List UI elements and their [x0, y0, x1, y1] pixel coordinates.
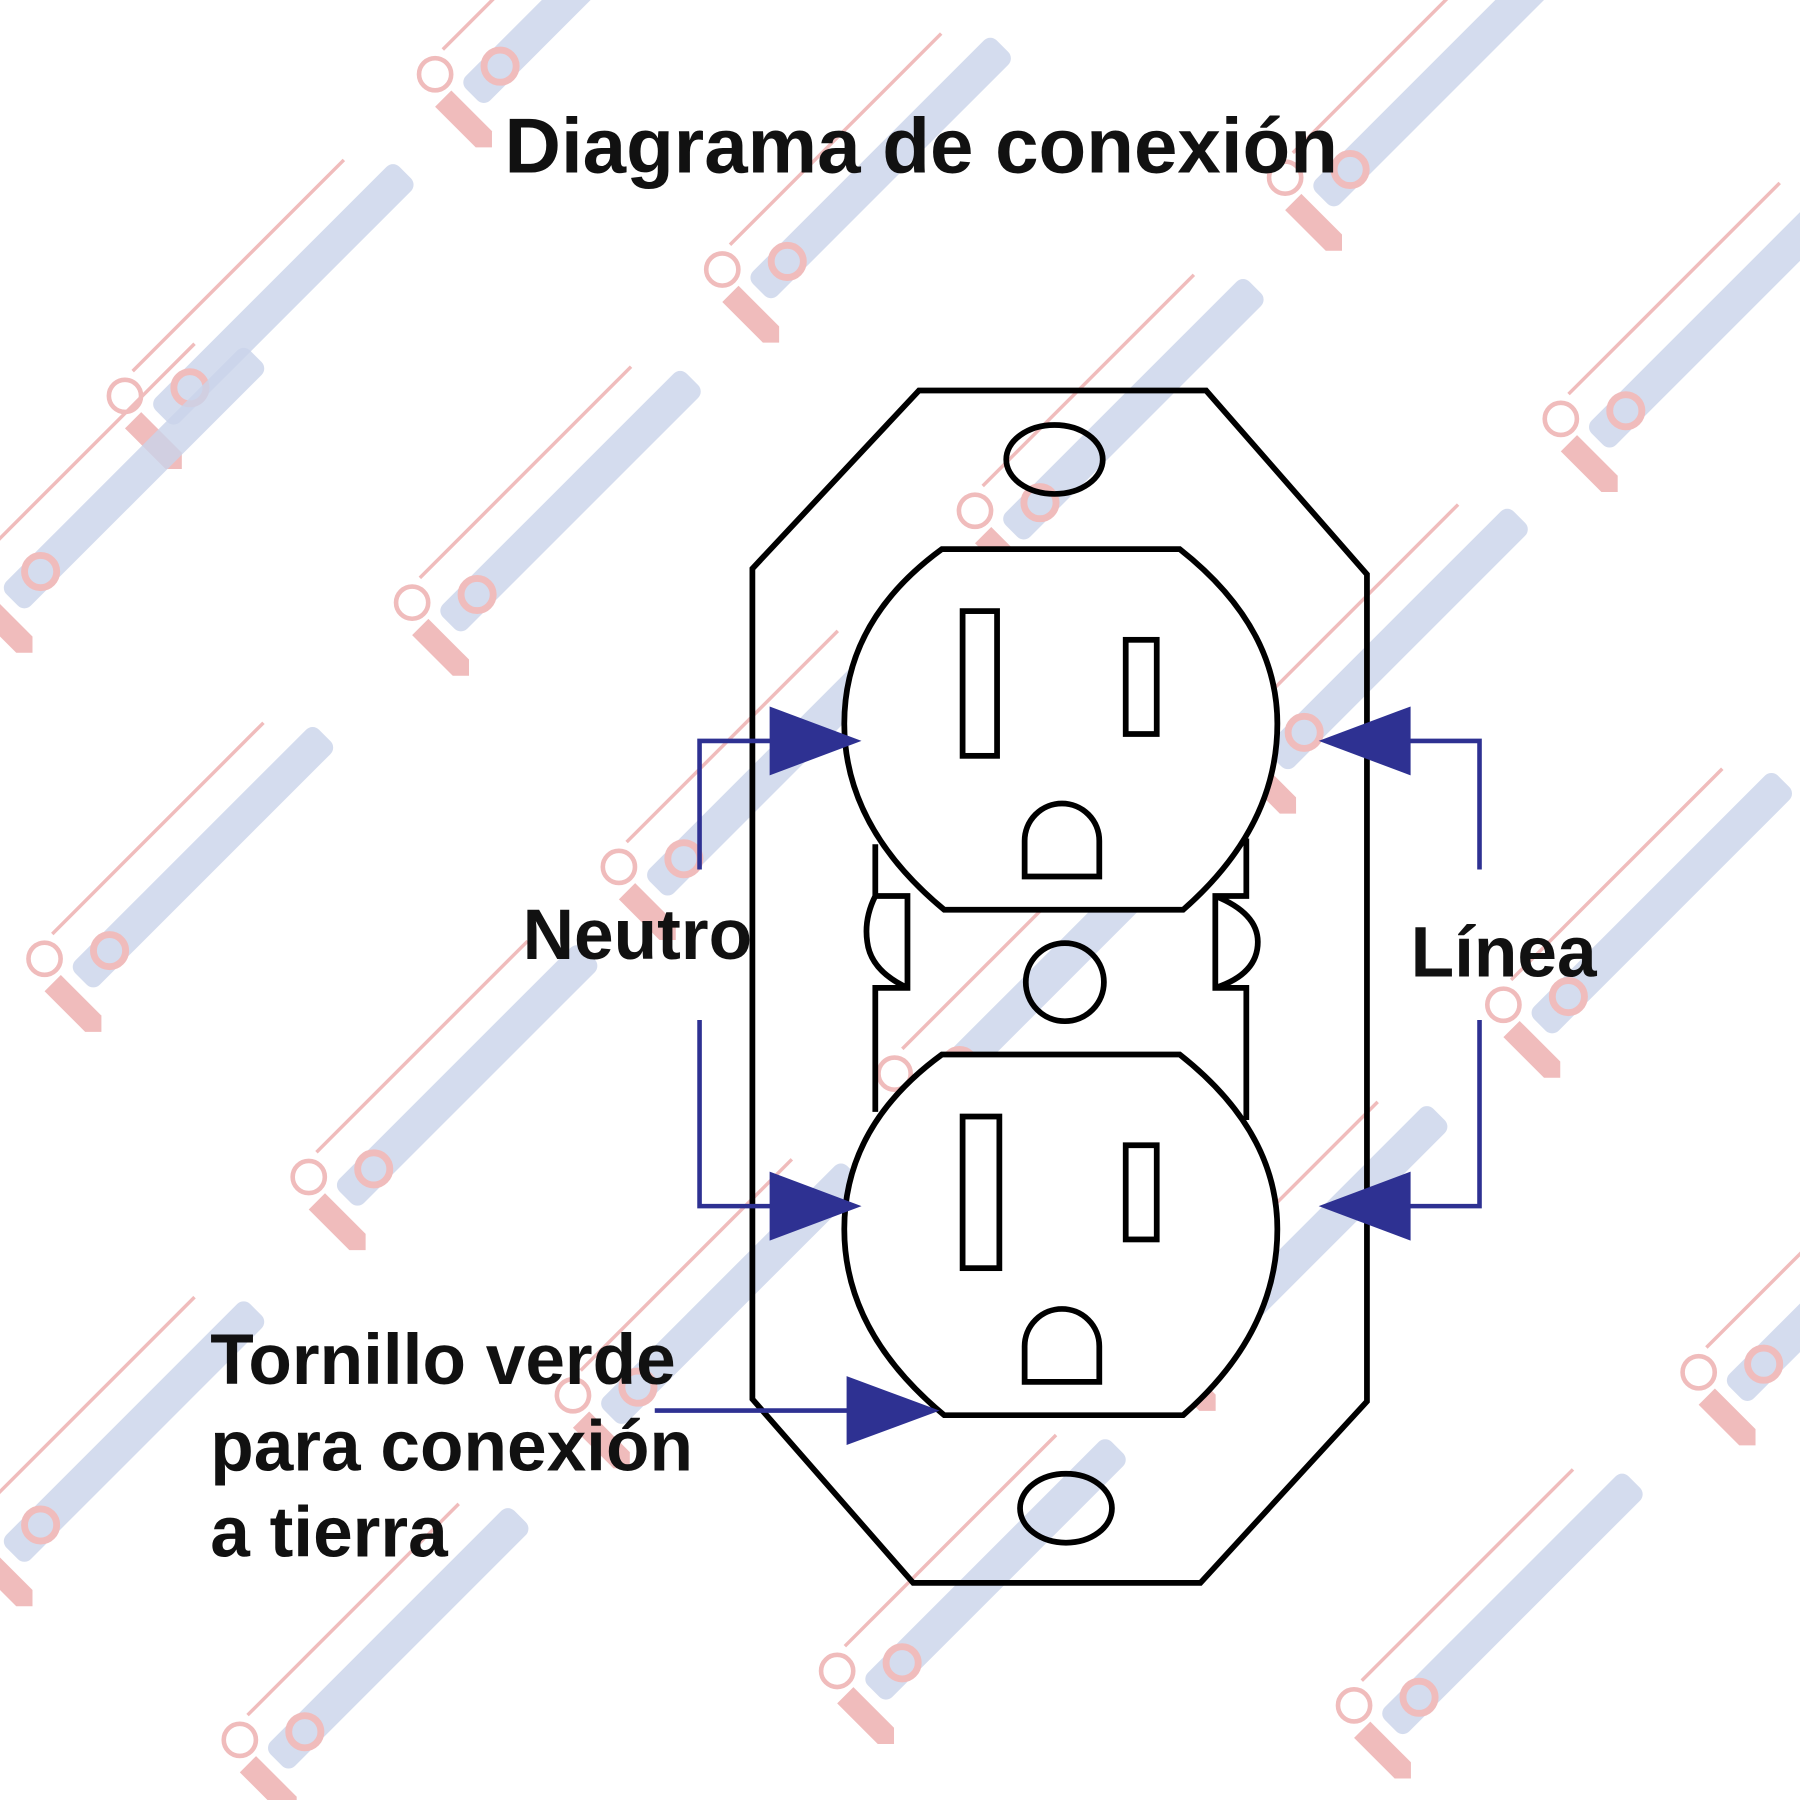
watermark-logo: [1542, 181, 1800, 492]
arrows: [654, 706, 1482, 1446]
watermark-logo: [1335, 1468, 1643, 1779]
top-screw: [1003, 422, 1106, 497]
watermark-logo: [818, 1433, 1126, 1745]
watermark-logo: [0, 1295, 265, 1607]
watermark-logo: [106, 158, 414, 469]
watermark-logo: [393, 365, 701, 676]
line-upper-wire: [1389, 738, 1482, 870]
arrow-head: [1318, 1171, 1411, 1241]
outlet-plate: [749, 387, 1370, 1586]
neutral-upper-wire: [697, 738, 793, 870]
ground-label-2: para conexión: [210, 1407, 693, 1486]
upper-receptacle: [841, 546, 1281, 913]
watermark-logo: [416, 0, 724, 148]
arrow-head: [846, 1376, 940, 1446]
ground-label-3: a tierra: [210, 1493, 449, 1572]
watermark-logo: [26, 721, 334, 1032]
ground-hole: [1021, 800, 1103, 880]
neutral-slot: [959, 608, 1000, 759]
ground-label-1: Tornillo verde: [210, 1321, 676, 1400]
arrow-head: [1318, 706, 1411, 776]
neutral-lower-wire: [697, 1020, 793, 1209]
ground-hole: [1021, 1306, 1103, 1385]
watermark-logo: [290, 939, 598, 1251]
diagram-title: Diagrama de conexión: [505, 101, 1338, 189]
arrow-head: [769, 1171, 862, 1241]
watermark-logo: [956, 273, 1264, 584]
left-frame: [863, 844, 911, 1112]
bottom-screw: [1017, 1470, 1115, 1546]
right-frame: [1212, 838, 1261, 1120]
watermark-logo: [1266, 0, 1574, 251]
lower-receptacle: [841, 1051, 1281, 1419]
neutral-slot: [959, 1113, 1003, 1272]
neutral-label: Neutro: [523, 896, 752, 975]
watermark-logo: [221, 1502, 529, 1800]
watermark-logo: [1485, 767, 1792, 1078]
center-screw: [1022, 940, 1107, 1025]
arrow-head: [769, 706, 862, 776]
hot-slot: [1122, 636, 1160, 737]
line-lower-wire: [1389, 1020, 1482, 1209]
watermark-logo: [1680, 1135, 1800, 1446]
watermark-logo: [0, 342, 265, 653]
line-label: Línea: [1411, 913, 1598, 992]
watermark-logo: [703, 32, 1011, 343]
hot-slot: [1122, 1142, 1160, 1243]
plate-outline: [749, 387, 1370, 1586]
